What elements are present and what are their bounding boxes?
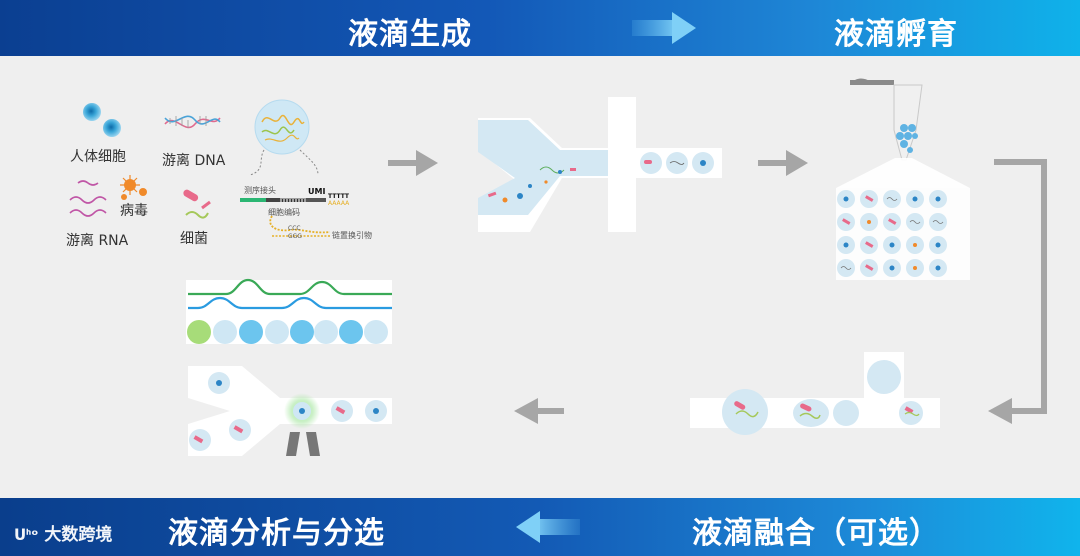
step-droplet-fusion: 液滴融合（可选）: [692, 516, 940, 551]
gray-arrow-2-icon: [758, 150, 808, 176]
barcode-bead-icon: [249, 99, 319, 176]
label-barcode: 细胞编码: [268, 208, 300, 217]
gray-arrow-1-icon: [388, 150, 438, 176]
watermark-logo: ᑌᑋᵒ 大数跨境: [14, 520, 112, 545]
banner-arrow-right-icon: [632, 12, 696, 44]
step-droplet-generation: 液滴生成: [348, 17, 472, 52]
step-droplet-incubation: 液滴孵育: [834, 17, 958, 52]
step-droplet-analysis-sorting: 液滴分析与分选: [168, 516, 385, 551]
banner-arrow-left-icon: [516, 511, 580, 543]
droplet-generation-chip: [478, 97, 722, 232]
human-cell-icon: [83, 103, 121, 137]
sorting-chip: [188, 366, 392, 456]
logo-text: 大数跨境: [44, 525, 113, 545]
top-banner: [0, 0, 1080, 56]
gray-elbow-arrow-icon: [994, 159, 1047, 414]
logo-mark-icon: ᑌᑋᵒ: [14, 526, 39, 544]
droplet-fusion-chip: [690, 352, 940, 435]
bacteria-icon: [183, 189, 211, 219]
free-dna-icon: [164, 115, 221, 129]
label-polya: AAAAA: [328, 200, 350, 207]
sequencing-signal-panel: [186, 278, 392, 344]
incubation-droplet-grid: [836, 188, 970, 280]
label-ccc: CCC: [288, 225, 301, 232]
label-switch-primer: 链置换引物: [332, 231, 372, 240]
free-rna-icon: [69, 180, 107, 217]
label-virus: 病毒: [120, 203, 148, 219]
label-ggg: GGG: [288, 233, 302, 240]
gray-arrow-3-icon: [514, 398, 564, 424]
label-free-dna: 游离 DNA: [162, 153, 226, 169]
label-human-cells: 人体细胞: [70, 149, 126, 165]
label-adapter: 测序接头: [244, 186, 276, 195]
tube-icon: [836, 78, 970, 188]
oligo-structure-icon: [240, 198, 331, 237]
label-free-rna: 游离 RNA: [66, 233, 129, 249]
virus-icon: [120, 175, 147, 200]
label-polyt: TTTTT: [328, 193, 350, 200]
gray-elbow-arrowhead-icon: [988, 398, 1012, 424]
label-umi: UMI: [308, 187, 326, 196]
label-bacteria: 细菌: [180, 231, 208, 247]
